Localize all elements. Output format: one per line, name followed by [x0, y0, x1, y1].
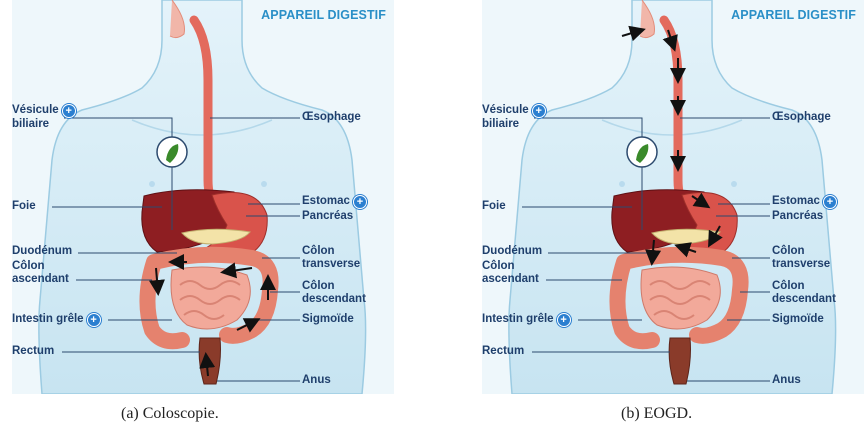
plus-circle-icon[interactable]: +	[62, 104, 76, 118]
label-stomach: Estomac+	[302, 195, 367, 209]
diagram-panel-eogd: APPAREIL DIGESTIF Vésicule+biliaire Œsop…	[482, 0, 864, 394]
label-anus: Anus	[772, 374, 801, 387]
diagram-title: APPAREIL DIGESTIF	[261, 8, 386, 22]
label-gallbladder: Vésicule+biliaire	[12, 104, 76, 131]
label-esophagus: Œsophage	[302, 111, 361, 124]
label-small-intestine: Intestin grêle+	[482, 313, 571, 327]
label-anus: Anus	[302, 374, 331, 387]
caption-colonoscopy: (a) Coloscopie.	[121, 405, 219, 423]
label-small-intestine: Intestin grêle+	[12, 313, 101, 327]
label-stomach: Estomac+	[772, 195, 837, 209]
label-pancreas: Pancréas	[302, 210, 353, 223]
label-sigmoid: Sigmoïde	[772, 313, 824, 326]
label-esophagus: Œsophage	[772, 111, 831, 124]
label-rectum: Rectum	[12, 345, 54, 358]
plus-circle-icon[interactable]: +	[823, 195, 837, 209]
label-pancreas: Pancréas	[772, 210, 823, 223]
plus-circle-icon[interactable]: +	[557, 313, 571, 327]
label-duodenum: Duodénum	[482, 245, 542, 258]
label-sigmoid: Sigmoïde	[302, 313, 354, 326]
rectum	[669, 338, 690, 384]
caption-eogd: (b) EOGD.	[621, 405, 692, 423]
label-liver: Foie	[12, 200, 36, 213]
diagram-panel-colonoscopy: APPAREIL DIGESTIF Vésicule+biliaire Œsop…	[12, 0, 394, 394]
plus-circle-icon[interactable]: +	[532, 104, 546, 118]
label-liver: Foie	[482, 200, 506, 213]
plus-circle-icon[interactable]: +	[353, 195, 367, 209]
label-duodenum: Duodénum	[12, 245, 72, 258]
rectum	[199, 338, 220, 384]
label-rectum: Rectum	[482, 345, 524, 358]
plus-circle-icon[interactable]: +	[87, 313, 101, 327]
diagram-title: APPAREIL DIGESTIF	[731, 8, 856, 22]
label-gallbladder: Vésicule+biliaire	[482, 104, 546, 131]
